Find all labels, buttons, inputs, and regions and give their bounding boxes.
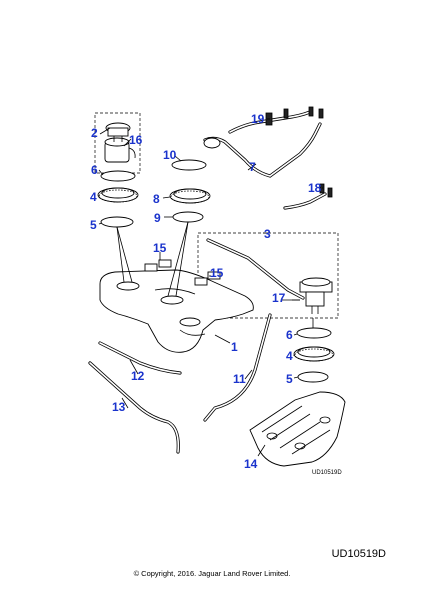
callout-1: 1 [231,340,238,354]
seal-ring-right [296,327,332,339]
callout-15-right: 15 [210,266,224,280]
breather-hose [283,183,333,210]
leader-lines [98,118,323,457]
callout-4-right: 4 [286,349,293,363]
callout-15-left: 15 [153,241,167,255]
seal-ring-center [171,159,207,171]
o-ring-left [100,216,134,228]
callout-2: 2 [91,126,98,140]
diagram-reference-code: UD10519D [331,548,386,560]
callout-18: 18 [308,181,322,195]
fuel-feed-pipe [98,341,182,375]
diagram-ref-small: UD10519D [312,470,342,476]
callout-7: 7 [249,160,256,174]
callout-14: 14 [244,457,258,471]
callout-4-left: 4 [90,190,97,204]
fuel-return-pipe [88,361,180,454]
callout-13: 13 [112,400,126,414]
lock-ring-center [169,188,211,204]
o-ring-center [172,211,204,223]
insulator-pads [144,259,221,286]
callout-5-right: 5 [286,372,293,386]
callout-10: 10 [163,148,177,162]
lock-ring-right [293,346,335,362]
fuel-sender-unit [206,238,333,314]
callout-3: 3 [264,227,271,241]
lock-ring-left [97,187,139,203]
fuel-tank [99,269,254,353]
callout-19: 19 [251,112,265,126]
callout-9: 9 [154,211,161,225]
callout-12: 12 [131,369,145,383]
callout-11: 11 [233,372,246,386]
callout-6-left: 6 [91,163,98,177]
fuel-pump-module [104,122,136,163]
callout-17: 17 [272,291,286,305]
callout-6-right: 6 [286,328,293,342]
heat-shield [249,391,346,467]
callout-16: 16 [129,133,143,147]
seal-ring-left [100,170,136,182]
callout-8: 8 [153,192,160,206]
vent-pipe [203,313,272,422]
callout-5-left: 5 [90,218,97,232]
o-ring-right [297,371,329,383]
copyright-notice: © Copyright, 2016. Jaguar Land Rover Lim… [133,569,291,578]
